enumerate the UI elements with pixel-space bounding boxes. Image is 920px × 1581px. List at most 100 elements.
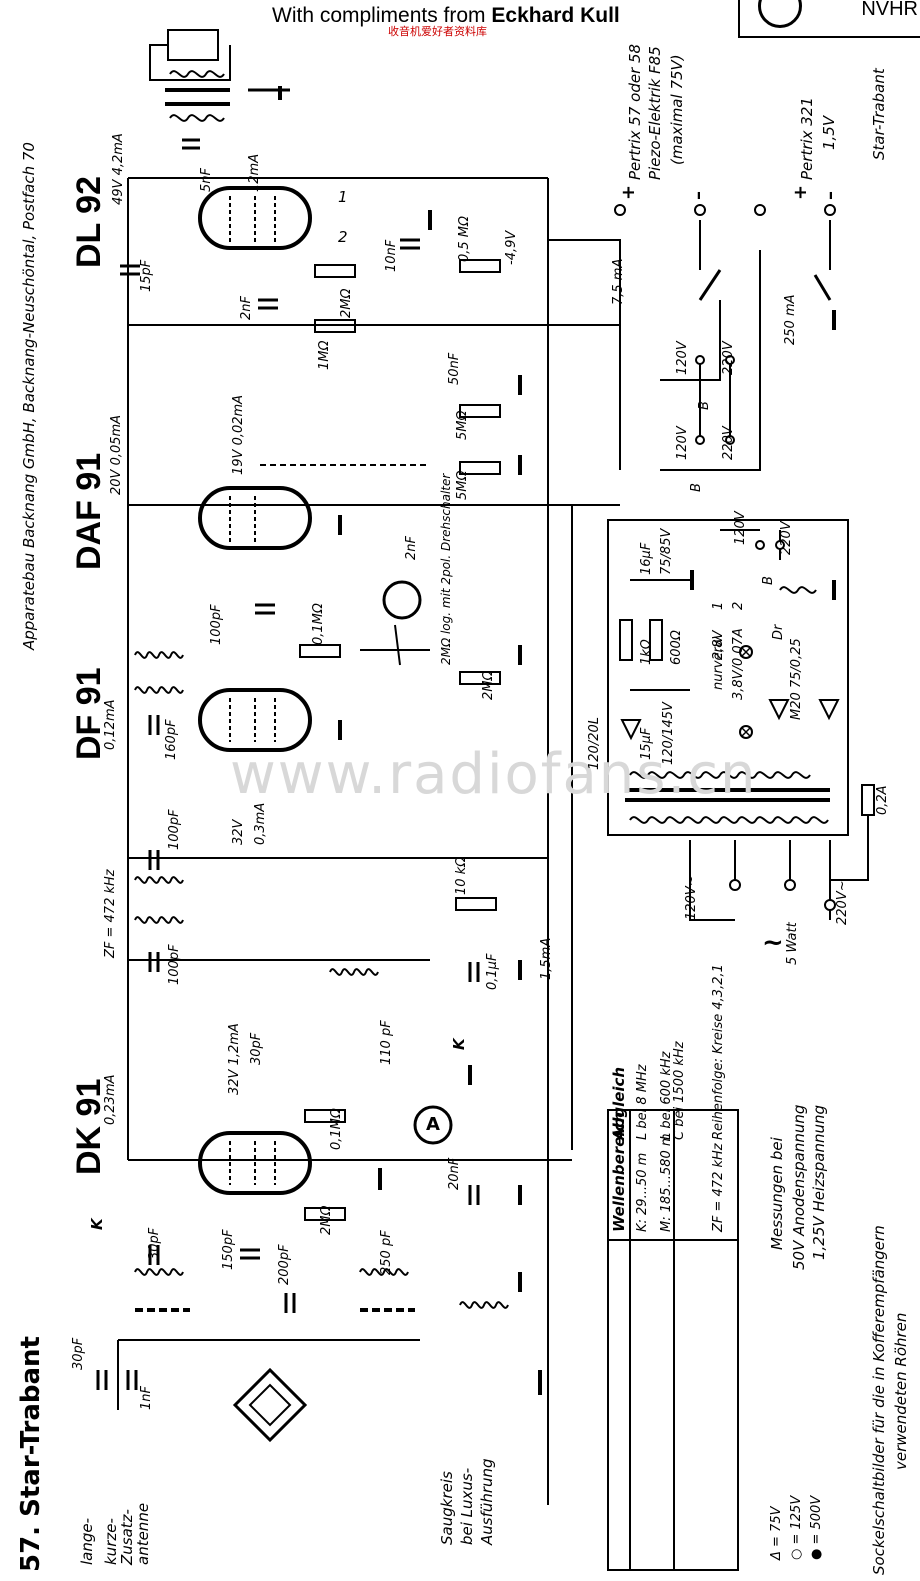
coil bbox=[134, 916, 184, 924]
label-150pF: 150pF bbox=[221, 1229, 236, 1270]
label-B-b: B bbox=[689, 483, 704, 492]
df91-tube bbox=[198, 688, 312, 752]
table-row-2-col-0: ZF = 472 kHz bbox=[711, 1143, 726, 1232]
label-220V-b: 220V bbox=[721, 426, 736, 460]
coil bbox=[134, 651, 184, 659]
label-fuse: 0,2A bbox=[875, 785, 890, 815]
legend-triangle: Δ = 75V bbox=[769, 1506, 784, 1561]
model-name-right: Star-Trabant bbox=[870, 68, 888, 160]
label-160pF: 160pF bbox=[164, 719, 179, 760]
switch-k: K bbox=[88, 1218, 106, 1230]
label-2MO-dl92: 2MΩ bbox=[339, 288, 354, 318]
nvhr-stamp: NVHR bbox=[738, 0, 920, 38]
label-50nF: 50nF bbox=[447, 352, 462, 385]
label-100pF-b: 100pF bbox=[167, 944, 182, 985]
label-df91-03mA: 0,3mA bbox=[253, 802, 268, 845]
saugkreis-3: Ausführung bbox=[478, 1458, 496, 1545]
label-piezo-max: (maximal 75V) bbox=[668, 54, 686, 165]
loop-antenna bbox=[232, 1367, 308, 1443]
watermark: www.radiofans.cn bbox=[230, 742, 758, 807]
coil bbox=[359, 1268, 409, 1276]
tube-label-dl92: DL 92 bbox=[70, 176, 108, 268]
note-sockel-1: Sockelschaltbilder für die in Kofferempf… bbox=[870, 1225, 888, 1575]
label-20V: 20V 0,05mA bbox=[109, 414, 124, 495]
label-15mA: 1,5mA bbox=[539, 937, 554, 980]
legend-dot: ● = 500V bbox=[809, 1495, 824, 1560]
label-30pF-dk91: 30pF bbox=[249, 1032, 264, 1065]
label-01MO-dk91: 0,1MΩ bbox=[329, 1108, 344, 1150]
label-pot: 2MΩ log. mit 2pol. Drehschalter bbox=[439, 473, 453, 665]
label-sw2: 2 bbox=[731, 601, 746, 610]
label-120V-c: 120V bbox=[733, 511, 748, 545]
label-mains120: 120V~ bbox=[684, 875, 699, 920]
label-023mA: 0,23mA bbox=[103, 1074, 118, 1125]
table-header-abgleich: Abgleich bbox=[610, 1066, 628, 1140]
batt-minus-a: – bbox=[688, 191, 709, 200]
label-120V-b: 120V bbox=[675, 426, 690, 460]
dk91-tube bbox=[198, 1131, 312, 1195]
label-10nF: 10nF bbox=[384, 239, 399, 272]
fuse bbox=[861, 784, 875, 816]
table-row-0-col-0: K: 29...50 m bbox=[635, 1152, 650, 1232]
label-15pF: 15pF bbox=[139, 259, 154, 292]
label-05MO: 0,5 MΩ bbox=[457, 216, 472, 262]
meter-a-label: A bbox=[426, 1114, 440, 1135]
page-number: 57. bbox=[16, 1525, 46, 1572]
table-row-1-col-0: M: 185...580 m bbox=[659, 1133, 674, 1232]
label-01MO-daf91: 0,1MΩ bbox=[311, 603, 326, 645]
note-heiz: 1,25V Heizspannung bbox=[810, 1104, 828, 1260]
switch-k-osc: K bbox=[450, 1038, 468, 1050]
label-250mA: 250 mA bbox=[783, 294, 798, 345]
dl92-tube bbox=[198, 186, 312, 250]
label-600O: 600Ω bbox=[669, 630, 684, 665]
antenna-zusatz: Zusatz- bbox=[118, 1509, 136, 1565]
label-1kO: 1kΩ bbox=[639, 639, 654, 665]
label-1MO: 1MΩ bbox=[317, 340, 332, 370]
label-16uF-rating: 75/85V bbox=[659, 528, 674, 575]
tube-label-daf91: DAF 91 bbox=[70, 452, 108, 570]
coil bbox=[134, 1268, 184, 1276]
note-sockel-2: verwendeten Röhren bbox=[892, 1312, 910, 1470]
label-watt: 5 Watt bbox=[785, 922, 800, 965]
coil bbox=[134, 876, 184, 884]
table-row-2-col-1: Reihenfolge: Kreise 4,3,2,1 bbox=[711, 964, 726, 1140]
label-15V: 1,5V bbox=[820, 115, 838, 150]
label-sw1: 1 bbox=[711, 601, 726, 610]
label-012mA: 0,12mA bbox=[103, 699, 118, 750]
label-100pF-a: 100pF bbox=[167, 809, 182, 850]
coil bbox=[459, 1301, 509, 1309]
pin-1: 1 bbox=[338, 188, 348, 206]
antenna-antenne: antenne bbox=[134, 1502, 152, 1565]
label-110pF: 110 pF bbox=[379, 1020, 394, 1065]
label-01uF: 0,1µF bbox=[485, 953, 500, 990]
label-2MO-daf91: 2MΩ bbox=[481, 670, 496, 700]
batt-plus-a: + bbox=[618, 184, 639, 200]
label-5MO-a: 5MΩ bbox=[455, 410, 470, 440]
table-row-0-col-1: L bei 8 MHz bbox=[635, 1064, 650, 1140]
ac-tilde: ~ bbox=[762, 928, 784, 958]
label-15uF: 15µF bbox=[639, 727, 654, 760]
label-250pF: 250 pF bbox=[379, 1230, 394, 1275]
label-28V: 2,8V bbox=[711, 630, 726, 660]
label-df91-32V: 32V bbox=[231, 819, 246, 845]
seal-icon bbox=[758, 0, 802, 28]
credit-author: Eckhard Kull bbox=[491, 4, 620, 27]
label-pertrix321: Pertrix 321 bbox=[798, 97, 816, 180]
label-2nF-dl92: 2nF bbox=[239, 296, 254, 320]
label-12mA: 12mA bbox=[247, 153, 262, 192]
tube-label-dk91: DK 91 bbox=[70, 1078, 108, 1175]
label-choke: 120/20L bbox=[587, 717, 602, 770]
legend-circle: ○ = 125V bbox=[789, 1495, 804, 1560]
credit-header: With compliments from Eckhard Kull bbox=[272, 5, 620, 26]
label-200pF: 200pF bbox=[277, 1244, 292, 1285]
label-pertrix57: Pertrix 57 oder 58 bbox=[626, 43, 644, 180]
label-220V-a: 220V bbox=[721, 341, 736, 375]
daf91-tube bbox=[198, 486, 312, 550]
label-lamp: 3,8V/0,07A bbox=[731, 628, 746, 700]
label-19V: 19V 0,02mA bbox=[231, 394, 246, 475]
page-title: 57. Star-Trabant bbox=[16, 1336, 46, 1572]
saugkreis-1: Saugkreis bbox=[438, 1471, 456, 1545]
tuning-meter bbox=[413, 1105, 453, 1145]
label-5nF: 5nF bbox=[199, 168, 214, 192]
label-5MO-b: 5MΩ bbox=[455, 470, 470, 500]
